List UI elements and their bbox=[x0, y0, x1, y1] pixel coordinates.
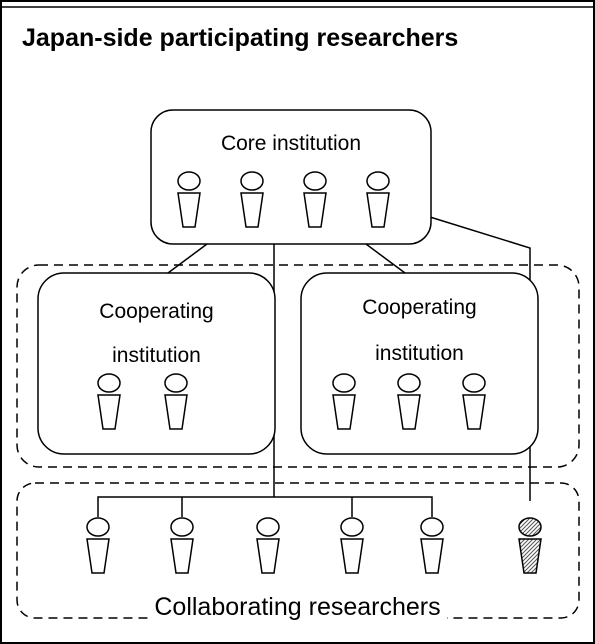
cooperating-right-researcher-icon bbox=[332, 373, 356, 430]
cooperating-right-label-line2: institution bbox=[375, 342, 464, 365]
cooperating-right-label-line1: Cooperating bbox=[362, 296, 477, 319]
cooperating-left-researcher-icon bbox=[97, 373, 121, 430]
collaborating-researchers-text: Collaborating researchers bbox=[148, 593, 447, 621]
cooperating-left-label-line1: Cooperating bbox=[99, 300, 214, 323]
core-researcher-icon bbox=[177, 171, 201, 228]
collaborating-researcher-icon bbox=[420, 517, 444, 574]
cooperating-left-researcher-icon bbox=[164, 373, 188, 430]
cooperating-right-researcher-icon bbox=[462, 373, 486, 430]
cooperating-right-researcher-icon bbox=[397, 373, 421, 430]
cooperating-left-label-line2: institution bbox=[112, 344, 201, 367]
connector-core-to-right bbox=[365, 243, 406, 274]
collaborating-researcher-icon bbox=[340, 517, 364, 574]
core-institution-label: Core institution bbox=[220, 132, 362, 155]
people-icons bbox=[86, 171, 542, 574]
core-researcher-icon bbox=[303, 171, 327, 228]
core-institution-box bbox=[150, 109, 432, 245]
cooperating-group-dashed-box bbox=[16, 264, 580, 468]
core-researcher-icon bbox=[366, 171, 390, 228]
collaborating-researcher-icon bbox=[86, 517, 110, 574]
highlighted-researcher-icon bbox=[518, 517, 542, 574]
connector-core-to-left bbox=[167, 243, 208, 274]
collaborating-researchers-label: Collaborating researchers bbox=[0, 593, 595, 622]
collaborating-researcher-icon bbox=[256, 517, 280, 574]
cooperating-institution-left-box bbox=[37, 272, 276, 455]
collaborating-researcher-icon bbox=[170, 517, 194, 574]
page-title: Japan-side participating researchers bbox=[22, 24, 459, 52]
core-researcher-icon bbox=[240, 171, 264, 228]
collaborating-group-dashed-box bbox=[16, 482, 580, 619]
collaborator-branch-bar bbox=[97, 496, 433, 517]
